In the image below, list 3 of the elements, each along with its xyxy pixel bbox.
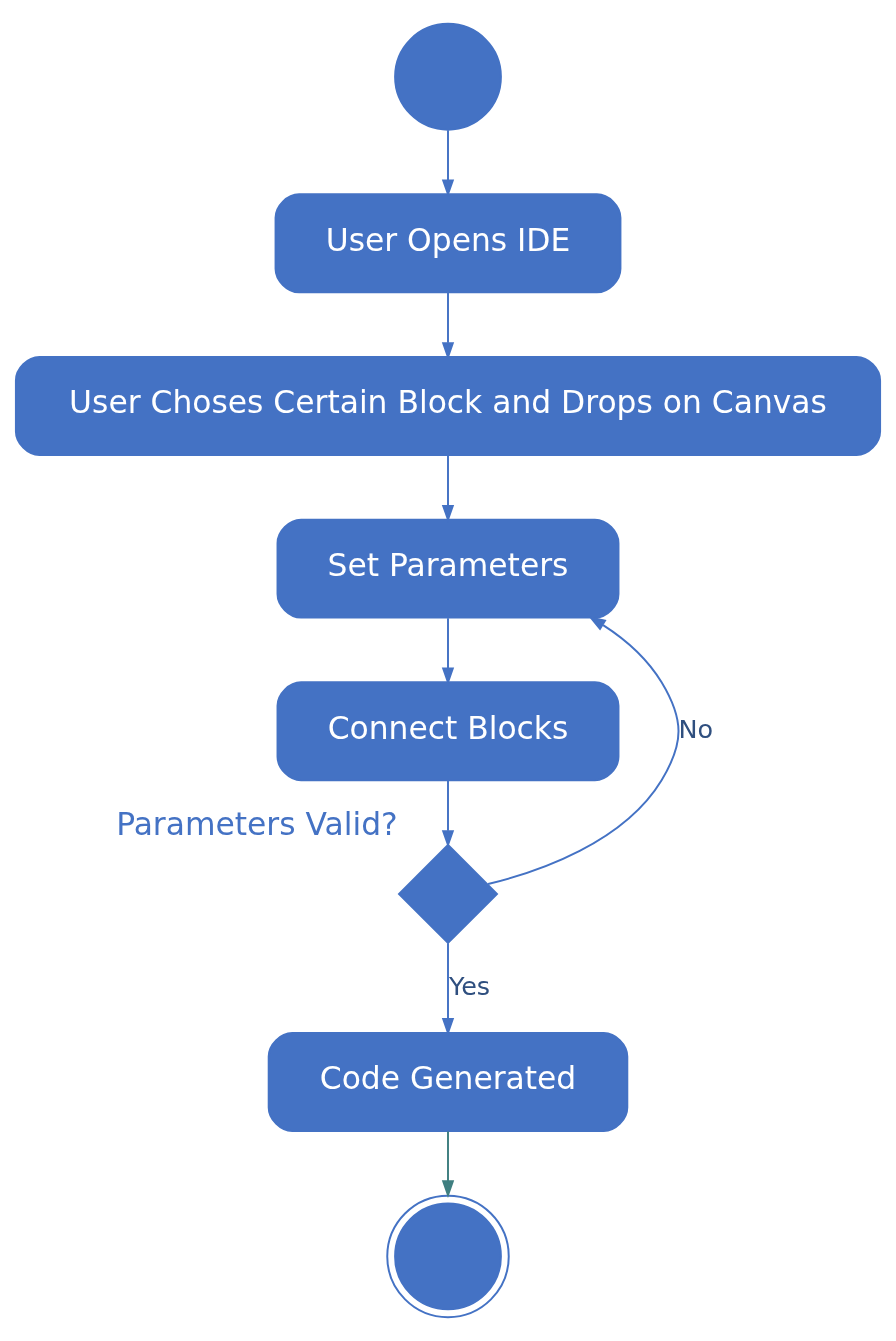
edge-label: Yes <box>448 970 491 1001</box>
edge-label: No <box>678 713 714 744</box>
node-label: Parameters Valid? <box>116 805 398 842</box>
